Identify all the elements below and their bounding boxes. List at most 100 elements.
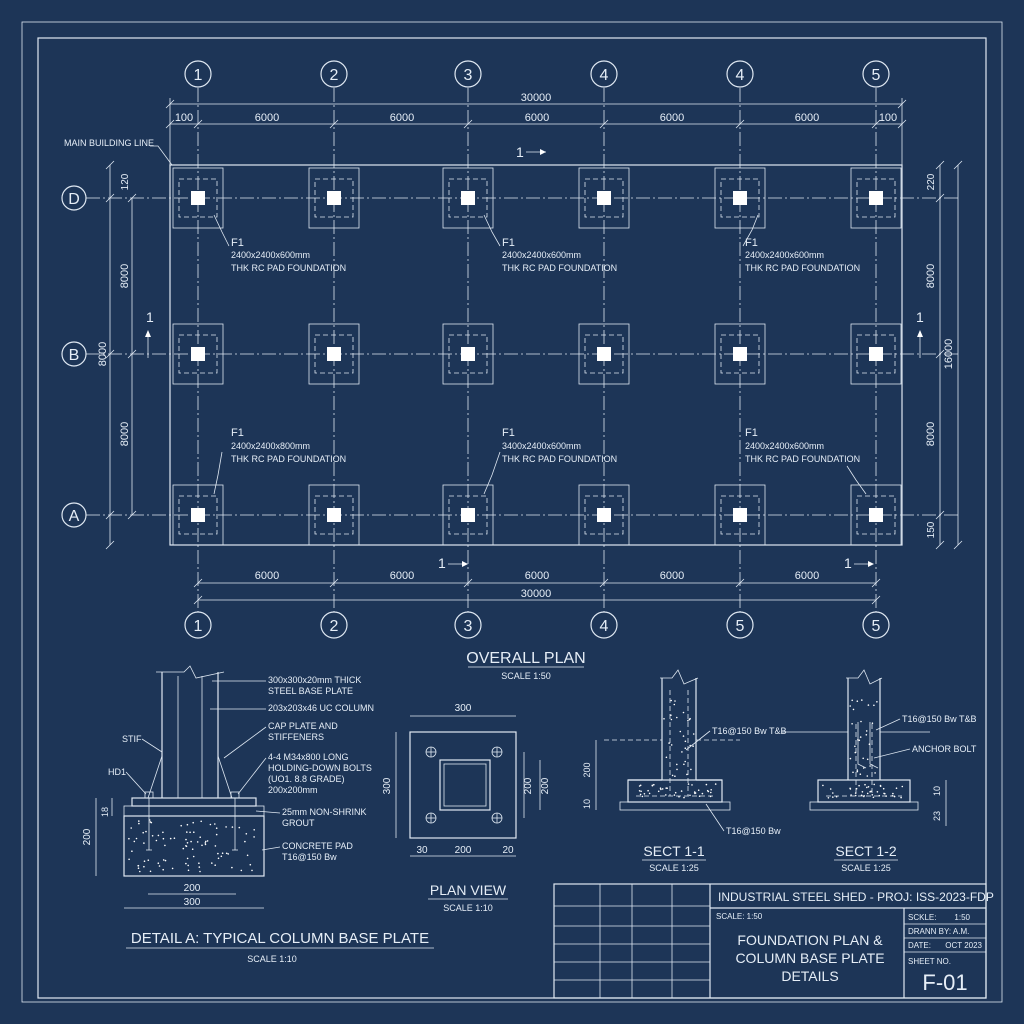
column-base xyxy=(461,191,475,205)
drawn-by: DRANN BY: A.M. xyxy=(908,927,969,936)
sect-1-2-anchor: ANCHOR BOLT xyxy=(912,744,977,754)
concrete-dot xyxy=(149,821,152,823)
grid-label-row: B xyxy=(69,347,80,364)
column-base xyxy=(733,347,747,361)
concrete-dot xyxy=(217,852,219,855)
grid-label-bottom: 5 xyxy=(736,618,745,635)
pad-inner-outline xyxy=(314,495,354,535)
dimension-tick xyxy=(105,540,115,550)
title-block: INDUSTRIAL STEEL SHED - PROJ: ISS-2023-F… xyxy=(553,883,994,999)
column-base xyxy=(327,191,341,205)
concrete-dot xyxy=(854,751,857,754)
column-base xyxy=(327,508,341,522)
concrete-dot xyxy=(191,848,194,850)
bay-dim: 6000 xyxy=(660,112,684,124)
sect-1-1-dim-200: 200 xyxy=(582,762,592,777)
concrete-dot xyxy=(640,790,642,793)
dimension-tick xyxy=(127,349,137,359)
section-marker-right: 1 xyxy=(916,309,924,358)
section-mark-label: 1 xyxy=(844,555,852,571)
concrete-dot xyxy=(185,862,187,865)
concrete-dot xyxy=(196,841,199,843)
concrete-dot xyxy=(876,791,879,793)
pad-outline xyxy=(578,323,630,385)
concrete-dot xyxy=(663,718,665,720)
detail-a-hd-label: HD1 xyxy=(108,767,126,777)
sheet-label: SHEET NO. xyxy=(908,957,951,966)
concrete-dot xyxy=(155,839,158,842)
bay-dim: 6000 xyxy=(255,112,279,124)
concrete-dot xyxy=(884,792,886,795)
concrete-dot xyxy=(872,796,875,799)
column-base xyxy=(191,191,205,205)
concrete-dot xyxy=(856,700,859,702)
detail-a-note: STIFFENERS xyxy=(268,732,324,742)
pad-inner-outline xyxy=(856,178,896,218)
column-base xyxy=(869,191,883,205)
concrete-dot xyxy=(186,831,188,833)
column-base xyxy=(191,508,205,522)
pad-outline xyxy=(442,167,494,229)
concrete-dot xyxy=(832,796,834,798)
concrete-dot xyxy=(849,705,851,707)
pad-inner-outline xyxy=(856,495,896,535)
pad-inner-outline xyxy=(178,334,218,374)
pad-outline xyxy=(578,167,630,229)
main-building-outline xyxy=(169,164,903,546)
concrete-dot xyxy=(863,795,865,797)
concrete-dot xyxy=(199,836,201,838)
concrete-dot xyxy=(162,868,164,871)
concrete-dot xyxy=(676,768,678,771)
pad-outline xyxy=(850,323,902,385)
concrete-dot xyxy=(874,772,876,774)
dimension-tick xyxy=(871,578,881,588)
concrete-dot xyxy=(856,770,859,773)
dimension-tick xyxy=(953,160,963,170)
foundation-tag: F1 xyxy=(502,237,515,249)
concrete-dot xyxy=(879,785,882,787)
concrete-dot xyxy=(682,711,685,714)
concrete-dot xyxy=(192,821,194,824)
concrete-dot xyxy=(866,786,868,789)
foundation-desc: THK RC PAD FOUNDATION xyxy=(745,263,860,273)
concrete-dot xyxy=(882,787,885,790)
dimension-tick xyxy=(105,349,115,359)
edge-dim-right: 100 xyxy=(879,112,897,124)
detail-a: 18 200 200 300 STIF HD1 300x300x20mm THI… xyxy=(82,665,434,964)
right-dim-top-small: 220 xyxy=(926,173,937,190)
bay-dim: 6000 xyxy=(795,112,819,124)
concrete-dot xyxy=(691,784,693,786)
dimension-tick xyxy=(193,578,203,588)
concrete-dot xyxy=(851,699,853,702)
concrete-dot xyxy=(892,792,894,795)
grid-bubble-top xyxy=(862,60,890,88)
concrete-dot xyxy=(198,862,200,864)
grid-bubble-bottom xyxy=(184,611,212,639)
dimension-tick xyxy=(165,119,175,129)
plan-view-dim-bottom: 20 xyxy=(502,845,514,856)
foundation-tag: F1 xyxy=(231,427,244,439)
column-base xyxy=(597,508,611,522)
detail-a-note: (UO1. 8.8 GRADE) xyxy=(268,774,345,784)
foundation-desc: THK RC PAD FOUNDATION xyxy=(231,454,346,464)
concrete-dot xyxy=(157,834,160,837)
pad-inner-outline xyxy=(584,495,624,535)
dimension-tick xyxy=(105,193,115,203)
pad-outline xyxy=(308,484,360,546)
concrete-dot xyxy=(193,831,195,833)
concrete-dot xyxy=(653,783,655,786)
concrete-dot xyxy=(164,859,167,862)
concrete-dot xyxy=(214,823,216,825)
concrete-dot xyxy=(128,858,130,861)
detail-a-note: 200x200mm xyxy=(268,785,318,795)
concrete-dot xyxy=(209,823,212,826)
concrete-dot xyxy=(854,792,857,794)
concrete-dot xyxy=(865,734,868,736)
concrete-dot xyxy=(692,733,695,735)
concrete-dot xyxy=(683,763,685,766)
concrete-dot xyxy=(868,743,871,745)
grid-label-row: D xyxy=(68,191,80,208)
foundation-tag: F1 xyxy=(231,237,244,249)
pad-inner-outline xyxy=(856,334,896,374)
